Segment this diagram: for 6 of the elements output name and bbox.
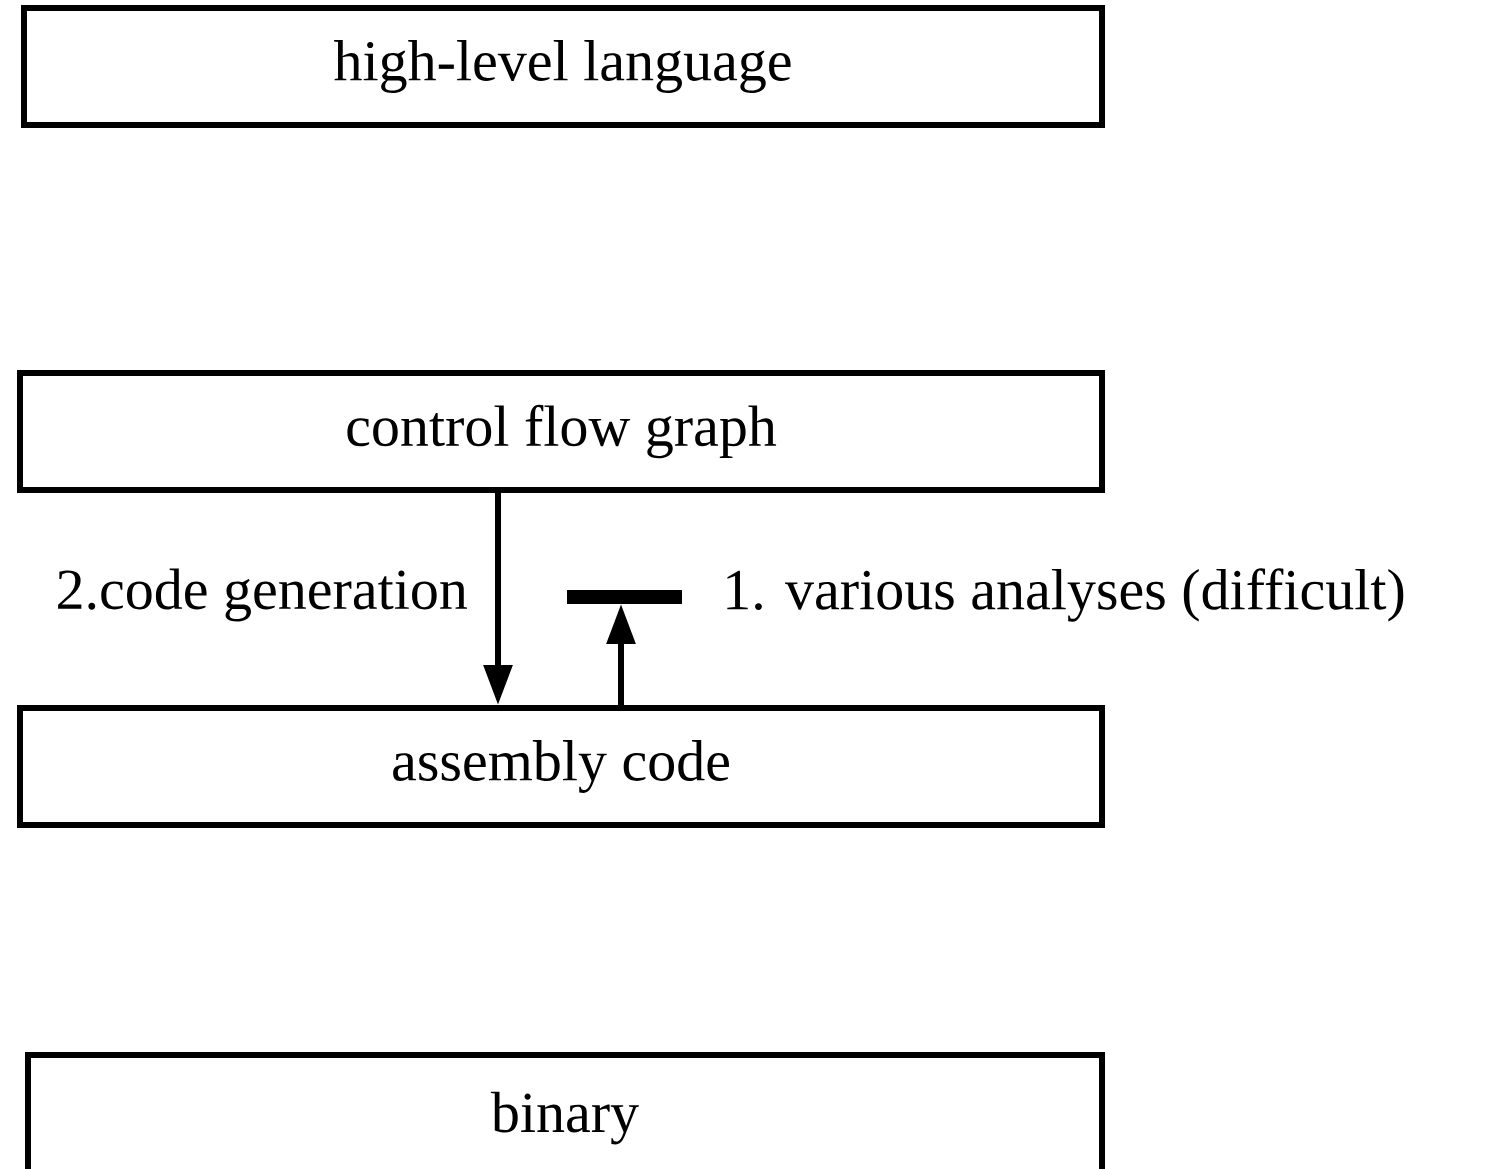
edge-label: 2.code generation <box>55 568 468 622</box>
edge-label: 1. various analyses (difficult) <box>722 568 1406 622</box>
process-box: control flow graph <box>17 370 1105 493</box>
process-box: assembly code <box>17 705 1105 828</box>
process-box: high-level language <box>21 5 1105 128</box>
process-box: binary <box>25 1052 1105 1169</box>
